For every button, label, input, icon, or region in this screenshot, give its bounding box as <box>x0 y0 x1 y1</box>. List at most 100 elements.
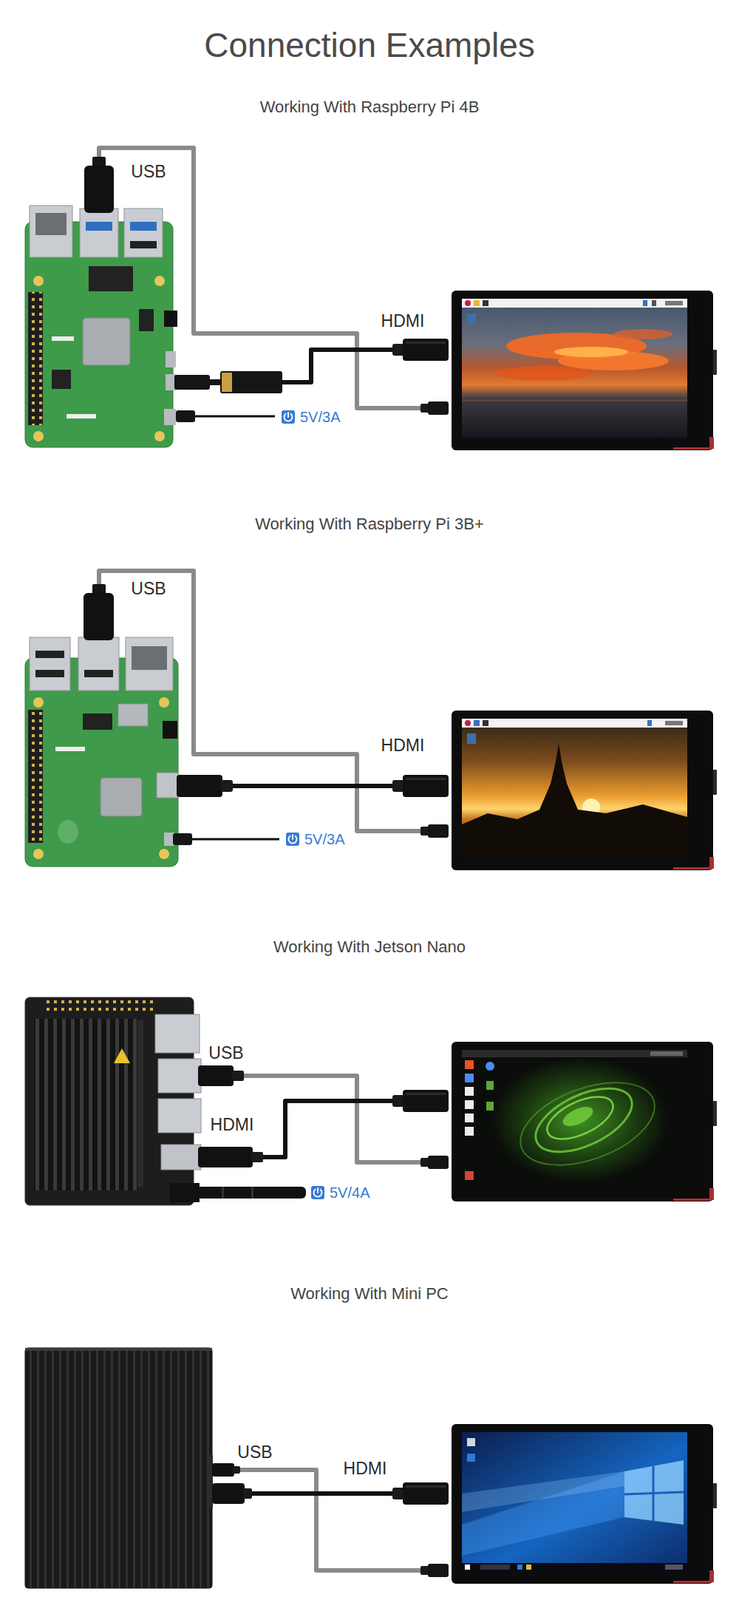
plugs-part <box>196 1186 306 1198</box>
display-screen-part <box>420 823 449 838</box>
jetson-nano-board-part <box>161 1143 202 1170</box>
display-screen-part <box>540 1087 620 1147</box>
display-screen-part <box>482 719 489 726</box>
raspberry-pi-4b-board-part <box>28 291 43 425</box>
display-screen-part <box>665 1563 683 1569</box>
raspberry-pi-3b-plus-board-part <box>131 645 168 670</box>
display-screen-part <box>464 1112 474 1122</box>
raspberry-pi-4b-board-part <box>51 336 74 341</box>
display-screen-part <box>461 1470 625 1555</box>
display-screen-part <box>392 774 449 797</box>
raspberry-pi-4b-board <box>25 205 178 448</box>
hdmi-cable <box>232 785 396 787</box>
cable-label: HDMI <box>379 311 428 331</box>
plugs-part <box>281 410 295 424</box>
display-screen-part <box>461 718 688 858</box>
display-screen-part <box>451 710 717 870</box>
jetson-nano-board-part <box>113 1047 131 1063</box>
display-screen-part <box>464 1073 474 1082</box>
plugs-part <box>311 1185 325 1199</box>
raspberry-pi-3b-plus-board-part <box>35 650 65 658</box>
raspberry-pi-4b-board-part <box>165 351 176 368</box>
plugs <box>212 1462 252 1504</box>
jetson-nano-board-part <box>155 1013 200 1053</box>
raspberry-pi-3b-plus-board <box>25 637 179 867</box>
hdmi-cable-part <box>282 349 396 383</box>
power-cable <box>195 416 275 417</box>
raspberry-pi-3b-plus-board-part <box>29 637 71 691</box>
raspberry-pi-3b-plus-board-part <box>35 669 65 677</box>
raspberry-pi-3b-plus-board-part <box>82 713 113 730</box>
raspberry-pi-4b-board-part <box>66 413 97 419</box>
plugs-part <box>251 1151 264 1162</box>
display-screen-part <box>467 1437 476 1446</box>
display-screen-part <box>461 1049 688 1057</box>
usb-cable-part <box>240 1075 423 1162</box>
mini-pc-part <box>25 1347 213 1588</box>
display-screen-part <box>464 1563 471 1569</box>
display-screen <box>392 1423 717 1583</box>
jetson-nano-board-part <box>44 999 156 1014</box>
plugs <box>196 1064 325 1199</box>
plugs-part <box>176 774 223 797</box>
plugs-part <box>209 379 221 386</box>
raspberry-pi-3b-plus-board-part <box>33 696 44 708</box>
display-screen-part <box>464 1059 474 1069</box>
cable-label: HDMI <box>379 735 428 755</box>
jetson-nano-board-part <box>33 1018 138 1190</box>
raspberry-pi-4b-board-part <box>154 275 165 286</box>
raspberry-pi-4b-board-part <box>51 369 71 389</box>
raspberry-pi-3b-plus-board-part <box>84 669 114 677</box>
display-screen-part <box>486 1101 494 1110</box>
plugs-part <box>243 1487 252 1498</box>
raspberry-pi-3b-plus-board-part <box>78 637 119 691</box>
raspberry-pi-3b-plus-board-part <box>28 709 43 843</box>
mini-pc <box>25 1347 213 1588</box>
raspberry-pi-3b-plus-board-part <box>158 848 170 859</box>
display-screen-part <box>420 1155 449 1169</box>
plugs-part <box>251 1186 254 1198</box>
display-screen-part <box>464 1086 474 1096</box>
power-cable <box>192 838 280 840</box>
hdmi-cable <box>249 1492 396 1494</box>
raspberry-pi-3b-plus-board-part <box>156 772 179 798</box>
plugs-part <box>221 372 233 392</box>
mini-pc-part <box>25 1347 213 1351</box>
display-screen-part <box>461 742 688 858</box>
raspberry-pi-4b-board-part <box>33 275 44 286</box>
plugs-part <box>221 1186 224 1198</box>
display-screen-part <box>451 1041 717 1201</box>
display-screen-part <box>665 300 683 306</box>
raspberry-pi-4b-board-part <box>33 430 44 442</box>
raspberry-pi-3b-plus-board-part <box>162 720 178 739</box>
cable-label: USB <box>128 161 168 182</box>
display-screen-part <box>554 346 629 357</box>
hdmi-cable-part <box>232 783 396 788</box>
plugs-part <box>212 1462 235 1476</box>
display-screen-part <box>652 1465 655 1521</box>
raspberry-pi-3b-plus-board-part <box>100 777 142 816</box>
display-screen-part <box>650 1050 683 1056</box>
hdmi-cable-part <box>249 1490 396 1495</box>
cable-label: HDMI <box>341 1458 390 1478</box>
display-screen-part <box>461 1470 625 1512</box>
display-screen-part <box>526 1075 642 1165</box>
display-screen-part <box>464 1170 474 1180</box>
plugs-part <box>83 592 114 640</box>
display-screen-part <box>464 1126 474 1136</box>
usb-cable <box>99 147 423 408</box>
display-screen-part <box>461 1431 688 1571</box>
display-screen-part <box>392 1481 449 1504</box>
raspberry-pi-3b-plus-board-part <box>33 848 44 859</box>
display-screen-part <box>509 1065 666 1181</box>
plugs-part <box>232 1465 241 1473</box>
display-screen-part <box>461 1562 688 1571</box>
display-screen-part <box>467 1452 476 1462</box>
plugs-part <box>84 165 114 213</box>
usb-cable <box>99 570 423 831</box>
hdmi-cable <box>260 1100 396 1157</box>
display-screen <box>392 290 717 451</box>
display-screen-part <box>464 719 471 726</box>
